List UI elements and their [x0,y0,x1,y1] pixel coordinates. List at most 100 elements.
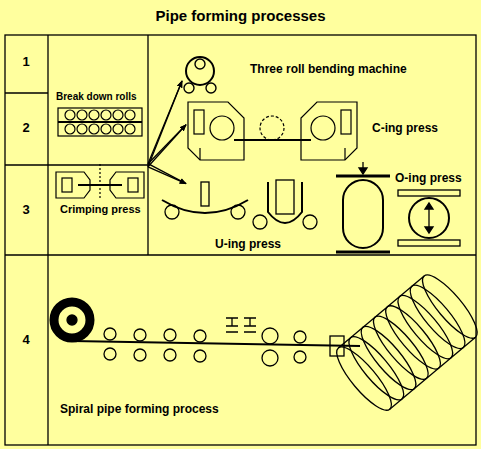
spiral-forming-drawing [294,331,306,343]
spiral-forming-drawing [338,276,424,348]
process-node: O-ing press [330,168,474,253]
diagram-title: Pipe forming processes [0,7,481,24]
o-ing-press-drawing [343,180,383,248]
row-number: 3 [11,202,41,217]
table-grid [5,92,48,93]
c-ing-press-drawing [301,102,357,160]
break-down-rolls-drawing [58,108,142,136]
spiral-forming-drawing [329,268,481,417]
break-down-rolls-drawing [89,110,99,120]
crimping-press-drawing [56,162,144,198]
u-ing-press-drawing [165,205,179,219]
u-ing-press-drawing [231,205,245,219]
break-down-rolls-drawing [77,110,87,120]
process-node: C-ing press [186,97,471,163]
o-ing-press-drawing [409,198,449,238]
break-down-rolls-drawing [77,124,87,134]
spiral-forming-drawing [164,329,176,341]
c-ing-press-drawing [194,110,204,134]
spiral-forming-drawing [403,279,473,356]
break-down-rolls-drawing [125,124,135,134]
process-label: U-ing press [215,238,281,252]
table-grid [5,164,148,165]
row-number: 4 [11,332,41,347]
three-roll-drawing [186,57,214,85]
row-number: 2 [11,120,41,135]
spiral-forming-drawing [415,268,481,345]
c-ing-press-drawing [234,139,311,141]
spiral-forming-drawing [164,349,176,361]
process-label: Spiral pipe forming process [60,403,219,417]
spiral-forming-drawing [104,328,116,340]
o-ing-press-drawing [425,203,433,209]
process-arrow [148,125,186,167]
spiral-forming-drawing [244,318,256,326]
c-ing-press-drawing [210,116,234,140]
break-down-rolls-drawing [58,121,142,123]
u-ing-press-drawing [162,180,317,229]
table-grid [5,254,476,255]
o-ing-press-drawing [425,227,433,233]
break-down-rolls-drawing [65,110,75,120]
o-ing-press-drawing [336,251,390,254]
break-down-rolls-drawing [101,110,111,120]
spiral-forming-drawing [194,330,206,342]
process-arrow [148,81,182,167]
spiral-forming-drawing [67,315,77,325]
process-label: O-ing press [395,172,462,186]
process-node: U-ing press [186,180,326,254]
process-arrow [148,167,186,184]
break-down-rolls-drawing [101,124,111,134]
process-node: Crimping press [48,165,148,255]
table-grid [47,35,48,445]
process-label: Three roll bending machine [250,63,407,77]
u-ing-press-drawing [268,182,302,223]
crimping-press-drawing [128,178,138,192]
break-down-rolls-drawing [89,124,99,134]
spiral-forming-drawing [54,268,481,417]
process-node: Break down rolls [48,35,148,165]
process-arrow [148,125,186,164]
spiral-forming-drawing [134,329,146,341]
three-roll-drawing [184,57,216,93]
o-ing-press-drawing [398,190,460,196]
process-label: C-ing press [372,122,438,136]
spiral-forming-drawing [72,341,360,346]
spiral-forming-drawing [134,349,146,361]
u-ing-press-drawing [253,215,267,229]
spiral-forming-drawing [104,348,116,360]
break-down-rolls-drawing [58,108,142,136]
break-down-rolls-drawing [113,110,123,120]
spiral-forming-drawing [226,331,256,332]
three-roll-drawing [195,59,205,69]
spiral-forming-drawing [390,337,476,409]
crimping-press-drawing [99,162,100,198]
c-ing-press-drawing [188,102,357,160]
three-roll-drawing [184,83,194,93]
table-grid [147,35,148,255]
process-label: Break down rolls [56,91,137,103]
break-down-rolls-drawing [125,110,135,120]
c-ing-press-drawing [188,102,244,160]
spiral-forming-drawing [194,350,206,362]
process-label: Crimping press [60,203,141,216]
process-node: Spiral pipe forming process [48,255,476,445]
o-ing-press-drawing [359,168,367,174]
row-number: 1 [11,54,41,69]
break-down-rolls-drawing [113,124,123,134]
c-ing-press-drawing [260,116,284,140]
three-roll-drawing [206,83,216,93]
table-grid [5,35,476,445]
c-ing-press-drawing [301,102,357,160]
spiral-forming-drawing [262,328,278,344]
o-ing-press-drawing [398,240,460,246]
spiral-forming-drawing [226,318,238,326]
c-ing-press-drawing [344,148,345,160]
spiral-forming-drawing [390,289,460,366]
spiral-forming-drawing [262,350,278,366]
crimping-press-drawing [62,178,72,192]
break-down-rolls-drawing [65,124,75,134]
process-arrow [148,164,186,184]
